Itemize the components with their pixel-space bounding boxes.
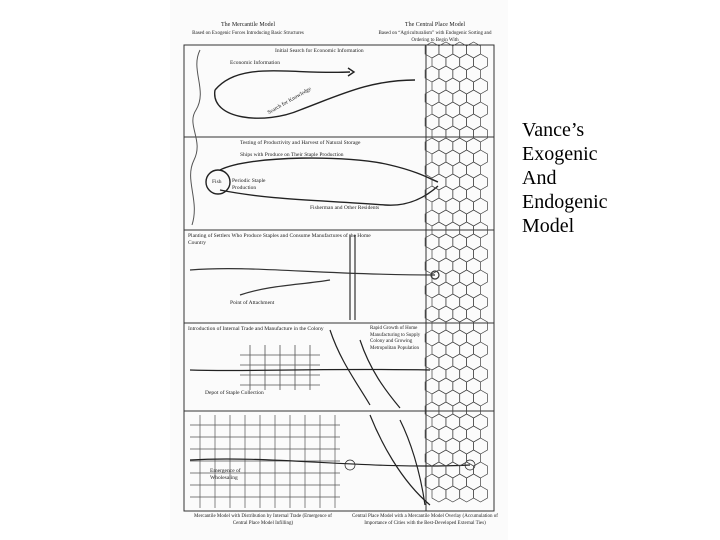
right-header-subtitle: Based on “Agriculturalism” with Endogeni…: [378, 31, 492, 43]
panel2-label-periodic-staple: Periodic Staple Production: [232, 178, 266, 191]
panel3-label-point-of-attachment: Point of Attachment: [230, 300, 275, 306]
panel2-caption: Testing of Productivity and Harvest of N…: [240, 140, 361, 146]
panel2-label-ships: Ships with Produce on Their Staple Produ…: [240, 152, 344, 158]
hex-grid: [424, 41, 488, 503]
panel3-lines: [189, 235, 440, 320]
slide-title: Vance’s Exogenic And Endogenic Model: [522, 118, 712, 238]
title-line-1: Vance’s: [522, 119, 585, 141]
title-line-4: Endogenic: [522, 191, 608, 213]
coastline: [190, 49, 201, 226]
left-footer: Mercantile Model with Distribution by In…: [194, 514, 332, 526]
panel4-grid: [189, 329, 431, 409]
panel4-label-depot: Depot of Staple Collection: [205, 390, 264, 396]
title-line-2: Exogenic: [522, 143, 598, 165]
right-header-title: The Central Place Model: [404, 22, 466, 28]
panel4-caption: Introduction of Internal Trade and Manuf…: [188, 326, 324, 332]
panel1-label-economic-information: Economic Information: [230, 60, 280, 66]
left-header-title: The Mercantile Model: [221, 22, 275, 28]
diagram-drawing: [170, 0, 508, 540]
model-diagram: The Mercantile Model Based on Exogenic F…: [170, 0, 508, 540]
panel3-caption: Planting of Settlers Who Produce Staples…: [188, 233, 371, 246]
left-header-subtitle: Based on Exogenic Forces Introducing Bas…: [192, 31, 304, 36]
panel2-label-fisherman: Fisherman and Other Residents: [310, 205, 380, 211]
title-line-5: Model: [522, 215, 575, 237]
panel-frames: [183, 44, 495, 512]
hex-cell: [473, 485, 488, 503]
panel1-arrows: [214, 67, 416, 119]
panel4-label-home-manufacturing: Rapid Growth of Home Manufacturing to Su…: [370, 326, 421, 351]
title-line-3: And: [522, 167, 557, 189]
panel1-caption: Initial Search for Economic Information: [275, 48, 364, 54]
panel5-label-wholesaling: Emergence of Wholesaling: [210, 468, 241, 481]
panel2-label-fish: Fish: [212, 179, 222, 185]
panel2-arrows: [205, 157, 439, 206]
right-footer: Central Place Model with a Mercantile Mo…: [352, 514, 498, 526]
